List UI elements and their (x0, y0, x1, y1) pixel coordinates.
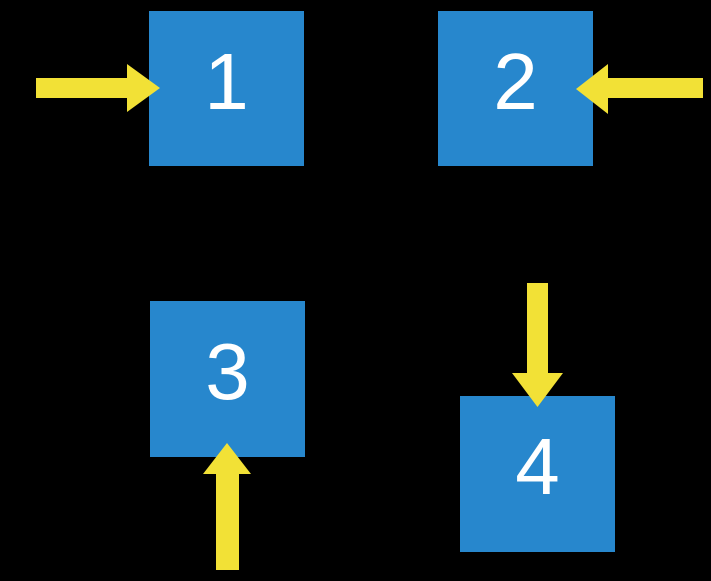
square-2: 2 (438, 11, 593, 166)
arrow-right-icon (36, 64, 160, 112)
arrow-left-icon (576, 64, 703, 114)
square-4-label: 4 (515, 422, 560, 511)
arrow-down-icon (512, 283, 563, 407)
square-1: 1 (149, 11, 304, 166)
square-1-label: 1 (204, 36, 249, 126)
square-4: 4 (460, 396, 615, 552)
arrow-up-icon (203, 443, 251, 570)
square-3-label: 3 (205, 327, 250, 416)
square-3: 3 (150, 301, 305, 457)
square-2-label: 2 (493, 36, 538, 126)
